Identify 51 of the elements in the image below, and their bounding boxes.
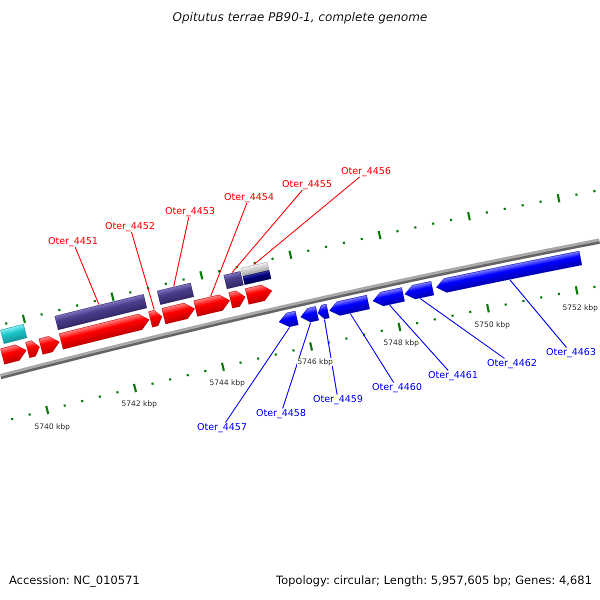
gene-block <box>372 287 405 306</box>
gene-block <box>38 336 60 355</box>
gene-block <box>194 294 230 317</box>
gene-label: Oter_4457 <box>197 423 247 432</box>
gene-block <box>228 290 246 308</box>
gene-label: Oter_4462 <box>487 359 537 368</box>
feature-bar <box>240 262 270 277</box>
gene-block <box>278 310 299 328</box>
gene-block <box>300 306 319 322</box>
gene-label: Oter_4456 <box>341 167 391 176</box>
gene-block <box>162 302 195 324</box>
gene-label: Oter_4460 <box>372 383 422 392</box>
feature-bar <box>54 294 147 330</box>
accession-text: Accession: NC_010571 <box>9 575 140 586</box>
gene-label: Oter_4453 <box>165 207 215 216</box>
gene-label: Oter_4461 <box>428 371 478 380</box>
leader-line <box>74 246 100 306</box>
leader-line <box>130 232 155 310</box>
gene-label: Oter_4451 <box>48 237 98 246</box>
leader-line <box>253 176 360 266</box>
leader-line <box>210 202 248 297</box>
genome-summary-text: Topology: circular; Length: 5,957,605 bp; Genes: 4,681 <box>276 575 592 586</box>
leader-line <box>509 279 568 348</box>
leader-line <box>173 216 190 287</box>
leader-line <box>231 190 303 274</box>
gene-block <box>329 294 370 316</box>
gene-block <box>245 284 272 305</box>
gene-label: Oter_4452 <box>105 222 155 232</box>
gene-block <box>58 314 150 350</box>
gene-label: Oter_4455 <box>282 180 332 190</box>
leader-line <box>224 326 290 423</box>
feature-bar <box>242 270 272 285</box>
leader-line <box>389 304 449 371</box>
gene-label: Oter_4459 <box>313 395 363 404</box>
gene-label: Oter_4458 <box>256 409 306 418</box>
feature-bar <box>156 282 194 305</box>
leader-line <box>350 313 394 383</box>
gene-block <box>318 304 330 320</box>
map-title: Opitutus terrae PB90-1, complete genome <box>172 11 428 23</box>
gene-block <box>25 340 40 358</box>
leader-line <box>420 298 506 359</box>
gene-block <box>404 281 434 300</box>
gene-block <box>148 310 162 328</box>
gene-label: Oter_4454 <box>224 193 274 202</box>
feature-bar <box>224 271 244 290</box>
leader-line <box>282 322 312 409</box>
gene-label: Oter_4463 <box>546 348 596 358</box>
gene-block <box>0 344 27 364</box>
leader-line <box>324 318 338 395</box>
feature-bar <box>0 324 28 344</box>
gene-block <box>436 250 582 293</box>
